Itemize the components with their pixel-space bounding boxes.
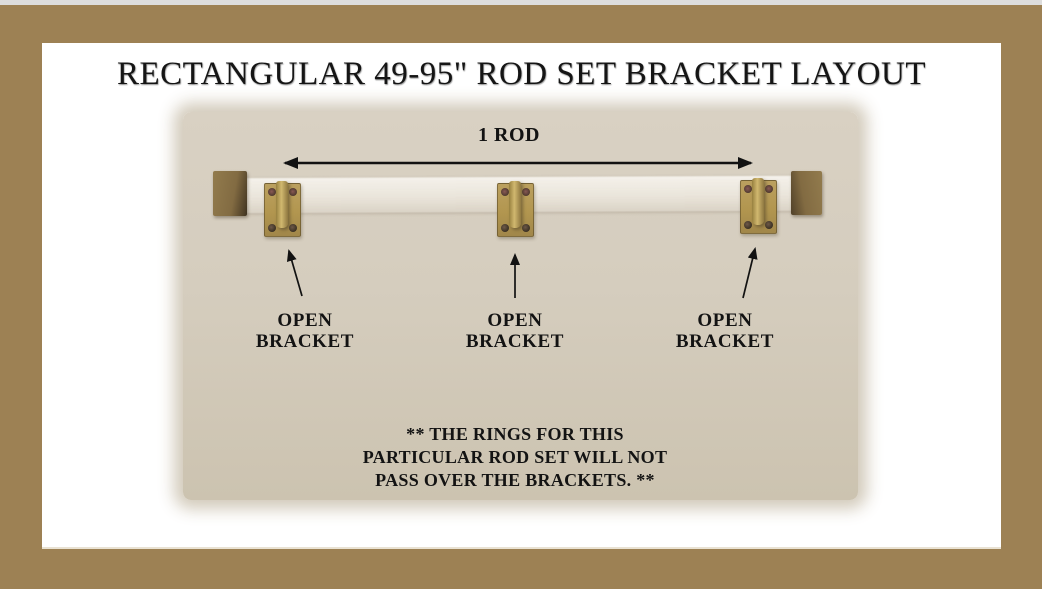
screw-icon (501, 224, 509, 232)
screw-icon (765, 221, 773, 229)
open-bracket-label-left: OPEN BRACKET (235, 310, 375, 352)
screw-icon (268, 224, 276, 232)
bracket-strap (752, 178, 764, 225)
arrows-overlay (283, 157, 758, 299)
label-line: BRACKET (465, 331, 565, 352)
rod-photo-panel: 1 ROD (183, 112, 858, 500)
note-line: PASS OVER THE BRACKETS. ** (375, 470, 655, 490)
inner-card: RECTANGULAR 49-95" ROD SET BRACKET LAYOU… (42, 43, 1001, 549)
pointer-arrow-right (742, 247, 758, 299)
note-line: ** THE RINGS FOR THIS (406, 424, 624, 444)
label-line: OPEN (487, 310, 543, 331)
screw-icon (522, 188, 530, 196)
rod-end-cap-right (791, 171, 822, 215)
page-title: RECTANGULAR 49-95" ROD SET BRACKET LAYOU… (116, 56, 926, 92)
label-line: OPEN (697, 310, 753, 331)
bracket-strap (276, 181, 288, 228)
open-bracket-label-center: OPEN BRACKET (445, 310, 585, 352)
screw-icon (765, 185, 773, 193)
label-line: OPEN (277, 310, 333, 331)
rod-measure-label: 1 ROD (478, 124, 540, 146)
bracket-strap (509, 181, 521, 228)
top-edge-strip (0, 0, 1042, 5)
label-line: BRACKET (255, 331, 355, 352)
open-bracket-left (264, 181, 301, 237)
open-bracket-right (740, 178, 777, 234)
screw-icon (744, 185, 752, 193)
rod-end-cap-left (213, 171, 247, 216)
open-bracket-center (497, 181, 534, 237)
screw-icon (522, 224, 530, 232)
screw-icon (501, 188, 509, 196)
rings-note: ** THE RINGS FOR THIS PARTICULAR ROD SET… (325, 423, 705, 492)
label-line: BRACKET (675, 331, 775, 352)
open-bracket-label-right: OPEN BRACKET (655, 310, 795, 352)
pointer-arrow-left (286, 249, 303, 297)
note-line: PARTICULAR ROD SET WILL NOT (362, 447, 668, 467)
screw-icon (289, 188, 297, 196)
screw-icon (268, 188, 276, 196)
screw-icon (289, 224, 297, 232)
screw-icon (744, 221, 752, 229)
